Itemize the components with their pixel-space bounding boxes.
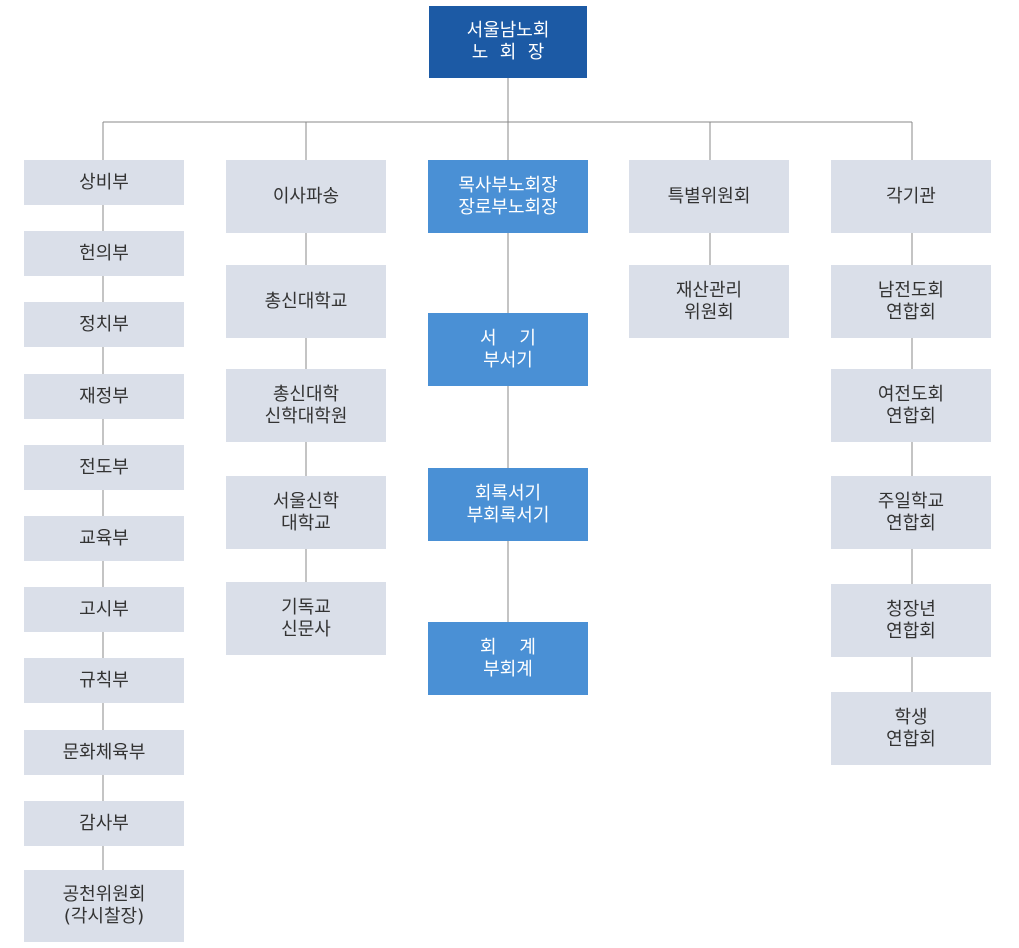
col5-box-5-line1: 청장년 <box>886 598 936 620</box>
col2-box-1-label: 이사파송 <box>272 185 340 207</box>
col5-box-3-line1: 여전도회 <box>877 383 945 405</box>
top-box-presbytery-moderator: 서울남노회 노 회 장 <box>429 6 587 78</box>
col3-box-1-line1: 목사부노회장 <box>458 174 558 196</box>
col1-box-10: 감사부 <box>24 801 184 846</box>
col1-box-11-line1: 공천위원회 <box>62 884 146 905</box>
col5-box-6-line1: 학생 <box>894 706 928 728</box>
col1-box-1-label: 상비부 <box>79 171 129 193</box>
col4-box-2: 재산관리 위원회 <box>629 265 789 338</box>
col5-box-5-line2: 연합회 <box>886 620 936 642</box>
col5-box-4-line1: 주일학교 <box>877 490 945 512</box>
col1-box-4: 재정부 <box>24 374 184 419</box>
col5-box-3-line2: 연합회 <box>886 405 936 427</box>
col1-box-9: 문화체육부 <box>24 730 184 775</box>
col1-box-1: 상비부 <box>24 160 184 205</box>
col5-box-6: 학생 연합회 <box>831 692 991 765</box>
col3-box-2-line2: 부서기 <box>483 349 533 371</box>
col1-box-6-label: 교육부 <box>79 527 129 549</box>
col2-box-4-line2: 대학교 <box>281 512 331 534</box>
col1-box-11: 공천위원회 (각시찰장) <box>24 870 184 942</box>
col1-box-3: 정치부 <box>24 302 184 347</box>
col1-box-9-label: 문화체육부 <box>62 741 146 763</box>
col2-box-1: 이사파송 <box>226 160 386 233</box>
col5-box-2-line1: 남전도회 <box>877 279 945 301</box>
col3-box-3-line2: 부회록서기 <box>466 504 550 526</box>
col2-box-2-label: 총신대학교 <box>264 290 348 312</box>
col5-box-4-line2: 연합회 <box>886 512 936 534</box>
col1-box-8: 규칙부 <box>24 658 184 703</box>
col3-box-2-line1: 서 기 <box>479 327 536 349</box>
col1-box-5-label: 전도부 <box>79 456 129 478</box>
col1-box-10-label: 감사부 <box>79 812 129 834</box>
col1-box-11-line2: (각시찰장) <box>63 906 145 927</box>
col1-box-8-label: 규칙부 <box>79 669 129 691</box>
col1-box-2-label: 헌의부 <box>79 242 129 264</box>
col2-box-3: 총신대학 신학대학원 <box>226 369 386 442</box>
col3-box-4-line1: 회 계 <box>479 636 536 658</box>
col3-box-4: 회 계 부회계 <box>428 622 588 695</box>
col1-box-4-label: 재정부 <box>79 385 129 407</box>
col3-box-3-line1: 회록서기 <box>474 482 542 504</box>
col2-box-4: 서울신학 대학교 <box>226 476 386 549</box>
col1-box-3-label: 정치부 <box>79 313 129 335</box>
col3-box-1-line2: 장로부노회장 <box>458 196 558 218</box>
col5-box-5: 청장년 연합회 <box>831 584 991 657</box>
col2-box-3-line2: 신학대학원 <box>264 405 348 427</box>
col5-box-1-label: 각기관 <box>886 185 936 207</box>
col1-box-6: 교육부 <box>24 516 184 561</box>
col3-box-4-line2: 부회계 <box>483 658 533 680</box>
col1-box-7: 고시부 <box>24 587 184 632</box>
col5-box-2: 남전도회 연합회 <box>831 265 991 338</box>
col2-box-5-line2: 신문사 <box>281 618 331 640</box>
col4-box-2-line2: 위원회 <box>684 301 734 323</box>
col1-box-5: 전도부 <box>24 445 184 490</box>
col3-box-2: 서 기 부서기 <box>428 313 588 386</box>
col2-box-2: 총신대학교 <box>226 265 386 338</box>
top-box-line1: 서울남노회 <box>466 20 550 41</box>
col3-box-1: 목사부노회장 장로부노회장 <box>428 160 588 233</box>
col5-box-2-line2: 연합회 <box>886 301 936 323</box>
top-box-line2: 노 회 장 <box>471 42 545 63</box>
col2-box-5: 기독교 신문사 <box>226 582 386 655</box>
col4-box-1-label: 특별위원회 <box>667 185 751 207</box>
col1-box-2: 헌의부 <box>24 231 184 276</box>
col3-box-3: 회록서기 부회록서기 <box>428 468 588 541</box>
col5-box-3: 여전도회 연합회 <box>831 369 991 442</box>
col5-box-1: 각기관 <box>831 160 991 233</box>
col1-box-7-label: 고시부 <box>79 598 129 620</box>
col2-box-3-line1: 총신대학 <box>272 383 340 405</box>
col5-box-6-line2: 연합회 <box>886 728 936 750</box>
col5-box-4: 주일학교 연합회 <box>831 476 991 549</box>
col2-box-4-line1: 서울신학 <box>272 490 340 512</box>
col4-box-2-line1: 재산관리 <box>675 279 743 301</box>
col4-box-1: 특별위원회 <box>629 160 789 233</box>
col2-box-5-line1: 기독교 <box>281 596 331 618</box>
